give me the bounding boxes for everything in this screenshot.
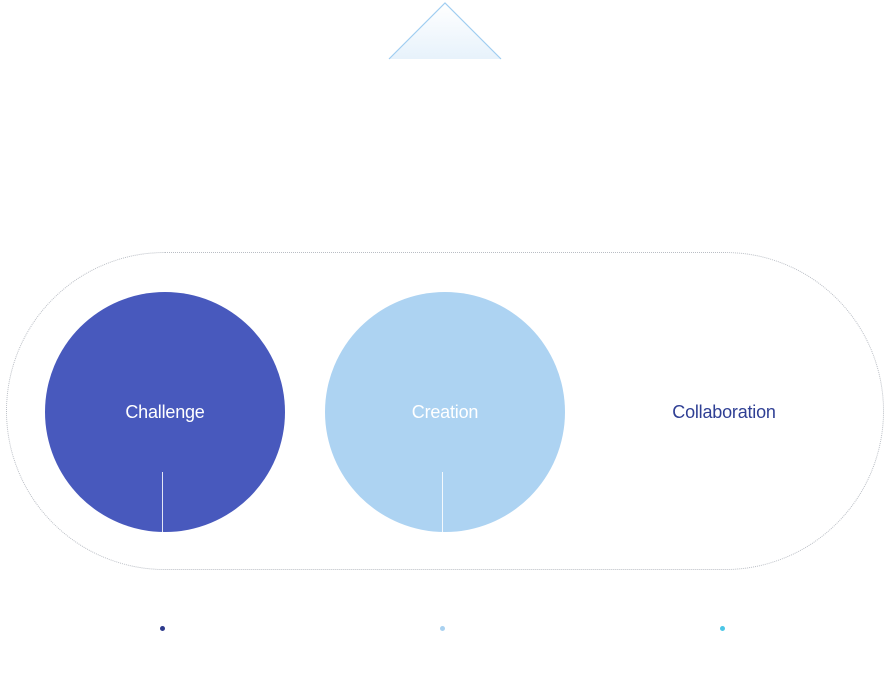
collaboration-label: Collaboration <box>672 401 776 422</box>
creation-marker-dot <box>440 626 445 631</box>
collaboration-circle: Collaboration <box>604 292 844 532</box>
creation-label: Creation <box>411 401 479 422</box>
challenge-circle: Challenge <box>45 292 285 532</box>
creation-circle: Creation <box>325 292 565 532</box>
creation-stem-line <box>442 472 443 532</box>
challenge-label: Challenge <box>125 401 205 422</box>
values-capsule-frame <box>6 252 884 570</box>
challenge-stem-line <box>162 472 163 532</box>
challenge-marker-dot <box>160 626 165 631</box>
apex-triangle-icon <box>388 2 502 60</box>
collaboration-marker-dot <box>720 626 725 631</box>
